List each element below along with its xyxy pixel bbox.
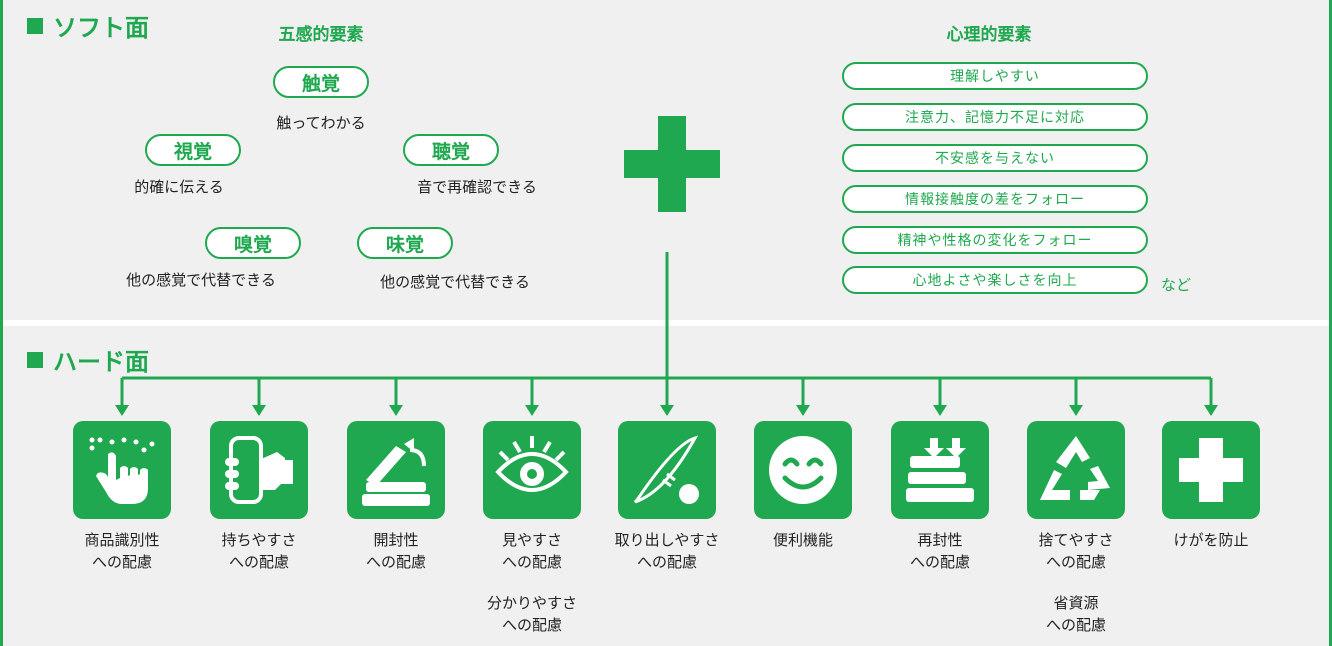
- hard-item-line1: 取り出しやすさ: [614, 531, 720, 549]
- sense-touch-desc: 触ってわかる: [276, 114, 366, 132]
- hard-item-label: 便利機能: [773, 529, 833, 551]
- sense-sight-desc: 的確に伝える: [134, 178, 224, 196]
- arrow-down-icon: [1069, 405, 1083, 416]
- sense-hearing-desc: 音で再確認できる: [417, 178, 537, 196]
- hard-item-extra-line2: への配慮: [501, 616, 563, 634]
- soft-section-title: ソフト面: [27, 8, 149, 43]
- plus-icon-vertical: [658, 116, 686, 212]
- sense-touch: 触覚: [273, 66, 369, 98]
- sense-hearing: 聴覚: [403, 134, 499, 166]
- sense-smell-desc: 他の感覚で代替できる: [126, 271, 276, 289]
- hard-item-line2: への配慮: [365, 553, 427, 571]
- psych-item: 注意力、記憶力不足に対応: [842, 103, 1148, 131]
- hard-item-line1: 便利機能: [772, 531, 834, 549]
- hard-item-label: 再封性への配慮: [910, 529, 970, 573]
- arrow-down-icon: [115, 405, 129, 416]
- smile-icon: [754, 421, 852, 519]
- hard-item-line2: への配慮: [91, 553, 153, 571]
- hard-item-label: 商品識別性への配慮: [84, 529, 159, 573]
- arrow-down-icon: [252, 405, 266, 416]
- hard-item-line2: への配慮: [501, 553, 563, 571]
- hard-item-line1: 商品識別性: [84, 531, 160, 549]
- square-bullet-icon: [27, 17, 43, 34]
- hard-item-extra-line1: 省資源: [1053, 594, 1099, 612]
- first-aid-cross-icon: [1162, 421, 1260, 519]
- soft-panel: ソフト面 五感的要素 心理的要素 触覚 触ってわかる 視覚 的確に伝える 聴覚 …: [3, 0, 1329, 320]
- arrow-down-icon: [1204, 405, 1218, 416]
- hard-item-label: けがを防止: [1173, 529, 1248, 551]
- hard-item-line1: 開封性: [373, 531, 419, 549]
- hard-item-line2: への配慮: [228, 553, 290, 571]
- hard-item-extra-line2: への配慮: [1045, 616, 1107, 634]
- hard-item-line2: への配慮: [636, 553, 698, 571]
- hard-item-label: 見やすさへの配慮: [502, 529, 562, 573]
- hand-grip-icon: [210, 421, 308, 519]
- psych-heading: 心理的要素: [946, 25, 1032, 45]
- arrow-down-icon: [933, 405, 947, 416]
- take-out-icon: [618, 421, 716, 519]
- psych-item: 心地よさや楽しさを向上: [842, 266, 1148, 294]
- hard-item-label: 開封性への配慮: [366, 529, 426, 573]
- arrow-down-icon: [389, 405, 403, 416]
- hard-item-line1: けがを防止: [1173, 531, 1249, 549]
- etc-label: など: [1161, 276, 1192, 294]
- hard-item-line2: への配慮: [1045, 553, 1107, 571]
- hard-item-label: 捨てやすさへの配慮: [1038, 529, 1113, 573]
- arrow-down-icon: [525, 405, 539, 416]
- hard-item-line2: への配慮: [909, 553, 971, 571]
- arrow-down-icon: [660, 405, 674, 416]
- eye-icon: [483, 421, 581, 519]
- psych-item: 情報接触度の差をフォロー: [842, 185, 1148, 213]
- hard-item-extra-label: 省資源への配慮: [1046, 592, 1106, 636]
- braille-touch-icon: [73, 421, 171, 519]
- hard-item-line1: 見やすさ: [501, 531, 563, 549]
- arrow-down-icon: [796, 405, 810, 416]
- hard-section-title: ハード面: [27, 342, 149, 377]
- sense-taste: 味覚: [357, 227, 453, 259]
- psych-item: 理解しやすい: [842, 62, 1148, 90]
- hard-item-extra-label: 分かりやすさへの配慮: [487, 592, 577, 636]
- five-senses-heading: 五感的要素: [278, 25, 364, 45]
- psych-item: 精神や性格の変化をフォロー: [842, 226, 1148, 254]
- hard-item-extra-line1: 分かりやすさ: [486, 594, 578, 612]
- hard-item-line1: 再封性: [917, 531, 963, 549]
- recycle-icon: [1027, 421, 1125, 519]
- open-lid-icon: [347, 421, 445, 519]
- sense-smell: 嗅覚: [205, 227, 301, 259]
- reseal-icon: [891, 421, 989, 519]
- square-bullet-icon: [27, 351, 43, 368]
- hard-item-label: 取り出しやすさへの配慮: [615, 529, 720, 573]
- hard-item-line1: 捨てやすさ: [1038, 531, 1114, 549]
- psych-item: 不安感を与えない: [842, 144, 1148, 172]
- hard-item-line1: 持ちやすさ: [221, 531, 297, 549]
- sense-taste-desc: 他の感覚で代替できる: [380, 273, 530, 291]
- sense-sight: 視覚: [145, 134, 241, 166]
- hard-item-label: 持ちやすさへの配慮: [221, 529, 296, 573]
